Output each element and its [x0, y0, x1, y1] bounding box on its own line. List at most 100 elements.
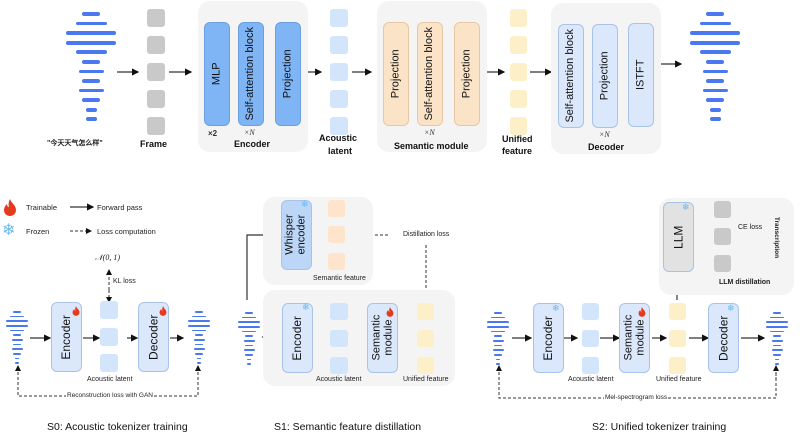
token-square [714, 255, 731, 272]
flame-icon [159, 303, 167, 321]
unified-square [417, 357, 434, 374]
waveform-bar [492, 349, 504, 351]
s2-llm-distillation-label: LLM distillation [719, 279, 771, 286]
semantic-square [328, 226, 345, 243]
waveform-bar [188, 325, 210, 327]
waveform-bar [195, 334, 203, 336]
waveform-bar [242, 316, 256, 319]
waveform-bar [82, 79, 100, 83]
semantic-square [328, 200, 345, 217]
waveform-bar [85, 107, 97, 112]
semantic-projection-out-block: Projection [454, 22, 480, 126]
waveform-bar [245, 335, 253, 337]
waveform-bar [196, 357, 202, 360]
s2-encoder-block: Encoder [533, 303, 564, 373]
waveform-bar [706, 98, 724, 103]
snowflake-icon: ❄ [682, 202, 690, 212]
s0-input-waveform [6, 311, 28, 367]
waveform-bar [245, 312, 253, 314]
waveform-bar [690, 31, 740, 35]
unified-square [669, 357, 686, 374]
waveform-bar [10, 329, 24, 332]
s0-prior-label: 𝒩(0, 1) [95, 253, 120, 262]
frame-square [147, 36, 165, 54]
legend-trainable: Trainable [26, 203, 57, 212]
semantic-self-attention-block: Self-attention block [417, 22, 443, 126]
snowflake-icon: ❄ [302, 302, 310, 312]
waveform-bar [238, 326, 260, 328]
waveform-bar [243, 340, 255, 342]
input-waveform [66, 12, 116, 127]
waveform-bar [773, 354, 781, 356]
acoustic-latent-label-2: latent [328, 146, 353, 156]
encoder-title: Encoder [234, 139, 271, 149]
waveform-bar [494, 335, 502, 337]
waveform-bar [14, 362, 20, 364]
waveform-bar [245, 354, 253, 356]
waveform-bar [13, 311, 21, 313]
waveform-bar [492, 340, 504, 342]
waveform-bar [766, 321, 788, 323]
waveform-bar [85, 117, 97, 122]
waveform-bar [82, 59, 100, 64]
latent-square [330, 63, 348, 81]
waveform-bar [494, 312, 502, 314]
s1-semantic-feature-label: Semantic feature [313, 275, 366, 282]
encoder-projection-block: Projection [275, 22, 301, 126]
waveform-bar [82, 12, 100, 16]
waveform-bar [6, 320, 28, 322]
s2-mel-loss-label: Mel-spectrogram loss [604, 394, 669, 401]
waveform-bar [195, 311, 203, 313]
waveform-bar [13, 334, 21, 336]
s0-recon-loss-label: Reconstruction loss with GAN [66, 392, 154, 399]
acoustic-latent-label-1: Acoustic [319, 133, 358, 143]
waveform-bar [11, 339, 23, 341]
waveform-bar [13, 353, 21, 355]
s2-unified-feature-label: Unified feature [656, 376, 702, 383]
waveform-bar [494, 344, 502, 347]
waveform-bar [773, 335, 781, 337]
frame-square [147, 9, 165, 27]
waveform-bar [706, 79, 724, 83]
waveform-bar [238, 321, 260, 323]
semantic-multiplier: ×N [424, 128, 435, 137]
s1-caption: S1: Semantic feature distillation [274, 421, 422, 433]
unified-square [510, 9, 527, 27]
mlp-multiplier: ×2 [208, 129, 218, 138]
waveform-bar [773, 312, 781, 314]
flame-icon [386, 304, 394, 322]
unified-square [510, 90, 527, 108]
semantic-module-title: Semantic module [394, 141, 469, 151]
decoder-projection-block: Projection [592, 24, 618, 128]
waveform-bar [491, 316, 505, 319]
waveform-bar [11, 348, 23, 350]
decoder-multiplier: ×N [599, 130, 610, 139]
waveform-bar [495, 363, 501, 365]
waveform-bar [699, 50, 731, 55]
latent-square [582, 330, 599, 347]
s1-distillation-loss-label: Distillation loss [403, 231, 450, 238]
waveform-bar [706, 12, 724, 16]
legend-frozen: Frozen [26, 227, 50, 236]
latent-square [582, 357, 599, 374]
s2-llm-block: LLM [663, 202, 694, 272]
unified-square [669, 330, 686, 347]
waveform-bar [771, 349, 783, 351]
waveform-bar [702, 69, 728, 74]
s2-input-waveform [487, 312, 509, 368]
waveform-bar [75, 21, 107, 26]
latent-square [100, 354, 118, 372]
waveform-bar [193, 339, 205, 341]
latent-square [330, 36, 348, 54]
legend-forward-pass: Forward pass [97, 203, 143, 212]
latent-square [330, 357, 348, 374]
waveform-bar [774, 363, 780, 365]
unified-feature-label-2: feature [502, 146, 533, 156]
s0-acoustic-latent-label: Acoustic latent [87, 376, 133, 383]
s2-acoustic-latent-label: Acoustic latent [568, 376, 614, 383]
s2-transcription-label: Transcription [773, 216, 781, 259]
s0-kl-loss-label: KL loss [113, 278, 136, 285]
flame-icon [72, 303, 80, 321]
waveform-bar [243, 349, 255, 351]
waveform-bar [188, 320, 210, 322]
